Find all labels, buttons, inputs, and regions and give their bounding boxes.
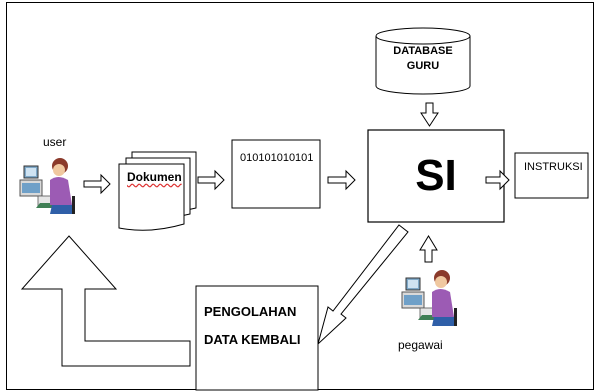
arrow-pegawai-to-si xyxy=(419,235,438,263)
dokumen-label: Dokumen xyxy=(127,170,182,184)
instruksi-label: INSTRUKSI xyxy=(524,161,583,173)
user-label: user xyxy=(43,135,67,149)
binary-label: 010101010101 xyxy=(240,152,314,164)
instruksi-box xyxy=(514,152,589,199)
arrow-user-to-dokumen xyxy=(83,173,111,195)
pengolahan-box xyxy=(195,285,319,391)
pengolahan-label: PENGOLAHAN DATA KEMBALI xyxy=(204,304,301,347)
arrow-dokumen-to-binary xyxy=(197,169,225,191)
si-box xyxy=(367,129,505,223)
computer-user-icon xyxy=(19,158,75,214)
binary-box xyxy=(231,139,321,209)
database-cylinder xyxy=(375,27,471,95)
computer-user-icon xyxy=(401,270,457,326)
si-label: SI xyxy=(415,151,457,200)
arrow-binary-to-si xyxy=(327,169,356,191)
arrow-si-to-instruksi xyxy=(485,169,510,191)
database-label: DATABASE GURU xyxy=(393,45,453,72)
arrow-si-to-pengolahan xyxy=(317,224,409,346)
pegawai-label: pegawai xyxy=(398,338,443,352)
arrow-database-to-si xyxy=(420,102,439,127)
arrow-pengolahan-to-user xyxy=(20,235,191,367)
dokumen-shape xyxy=(118,151,197,231)
